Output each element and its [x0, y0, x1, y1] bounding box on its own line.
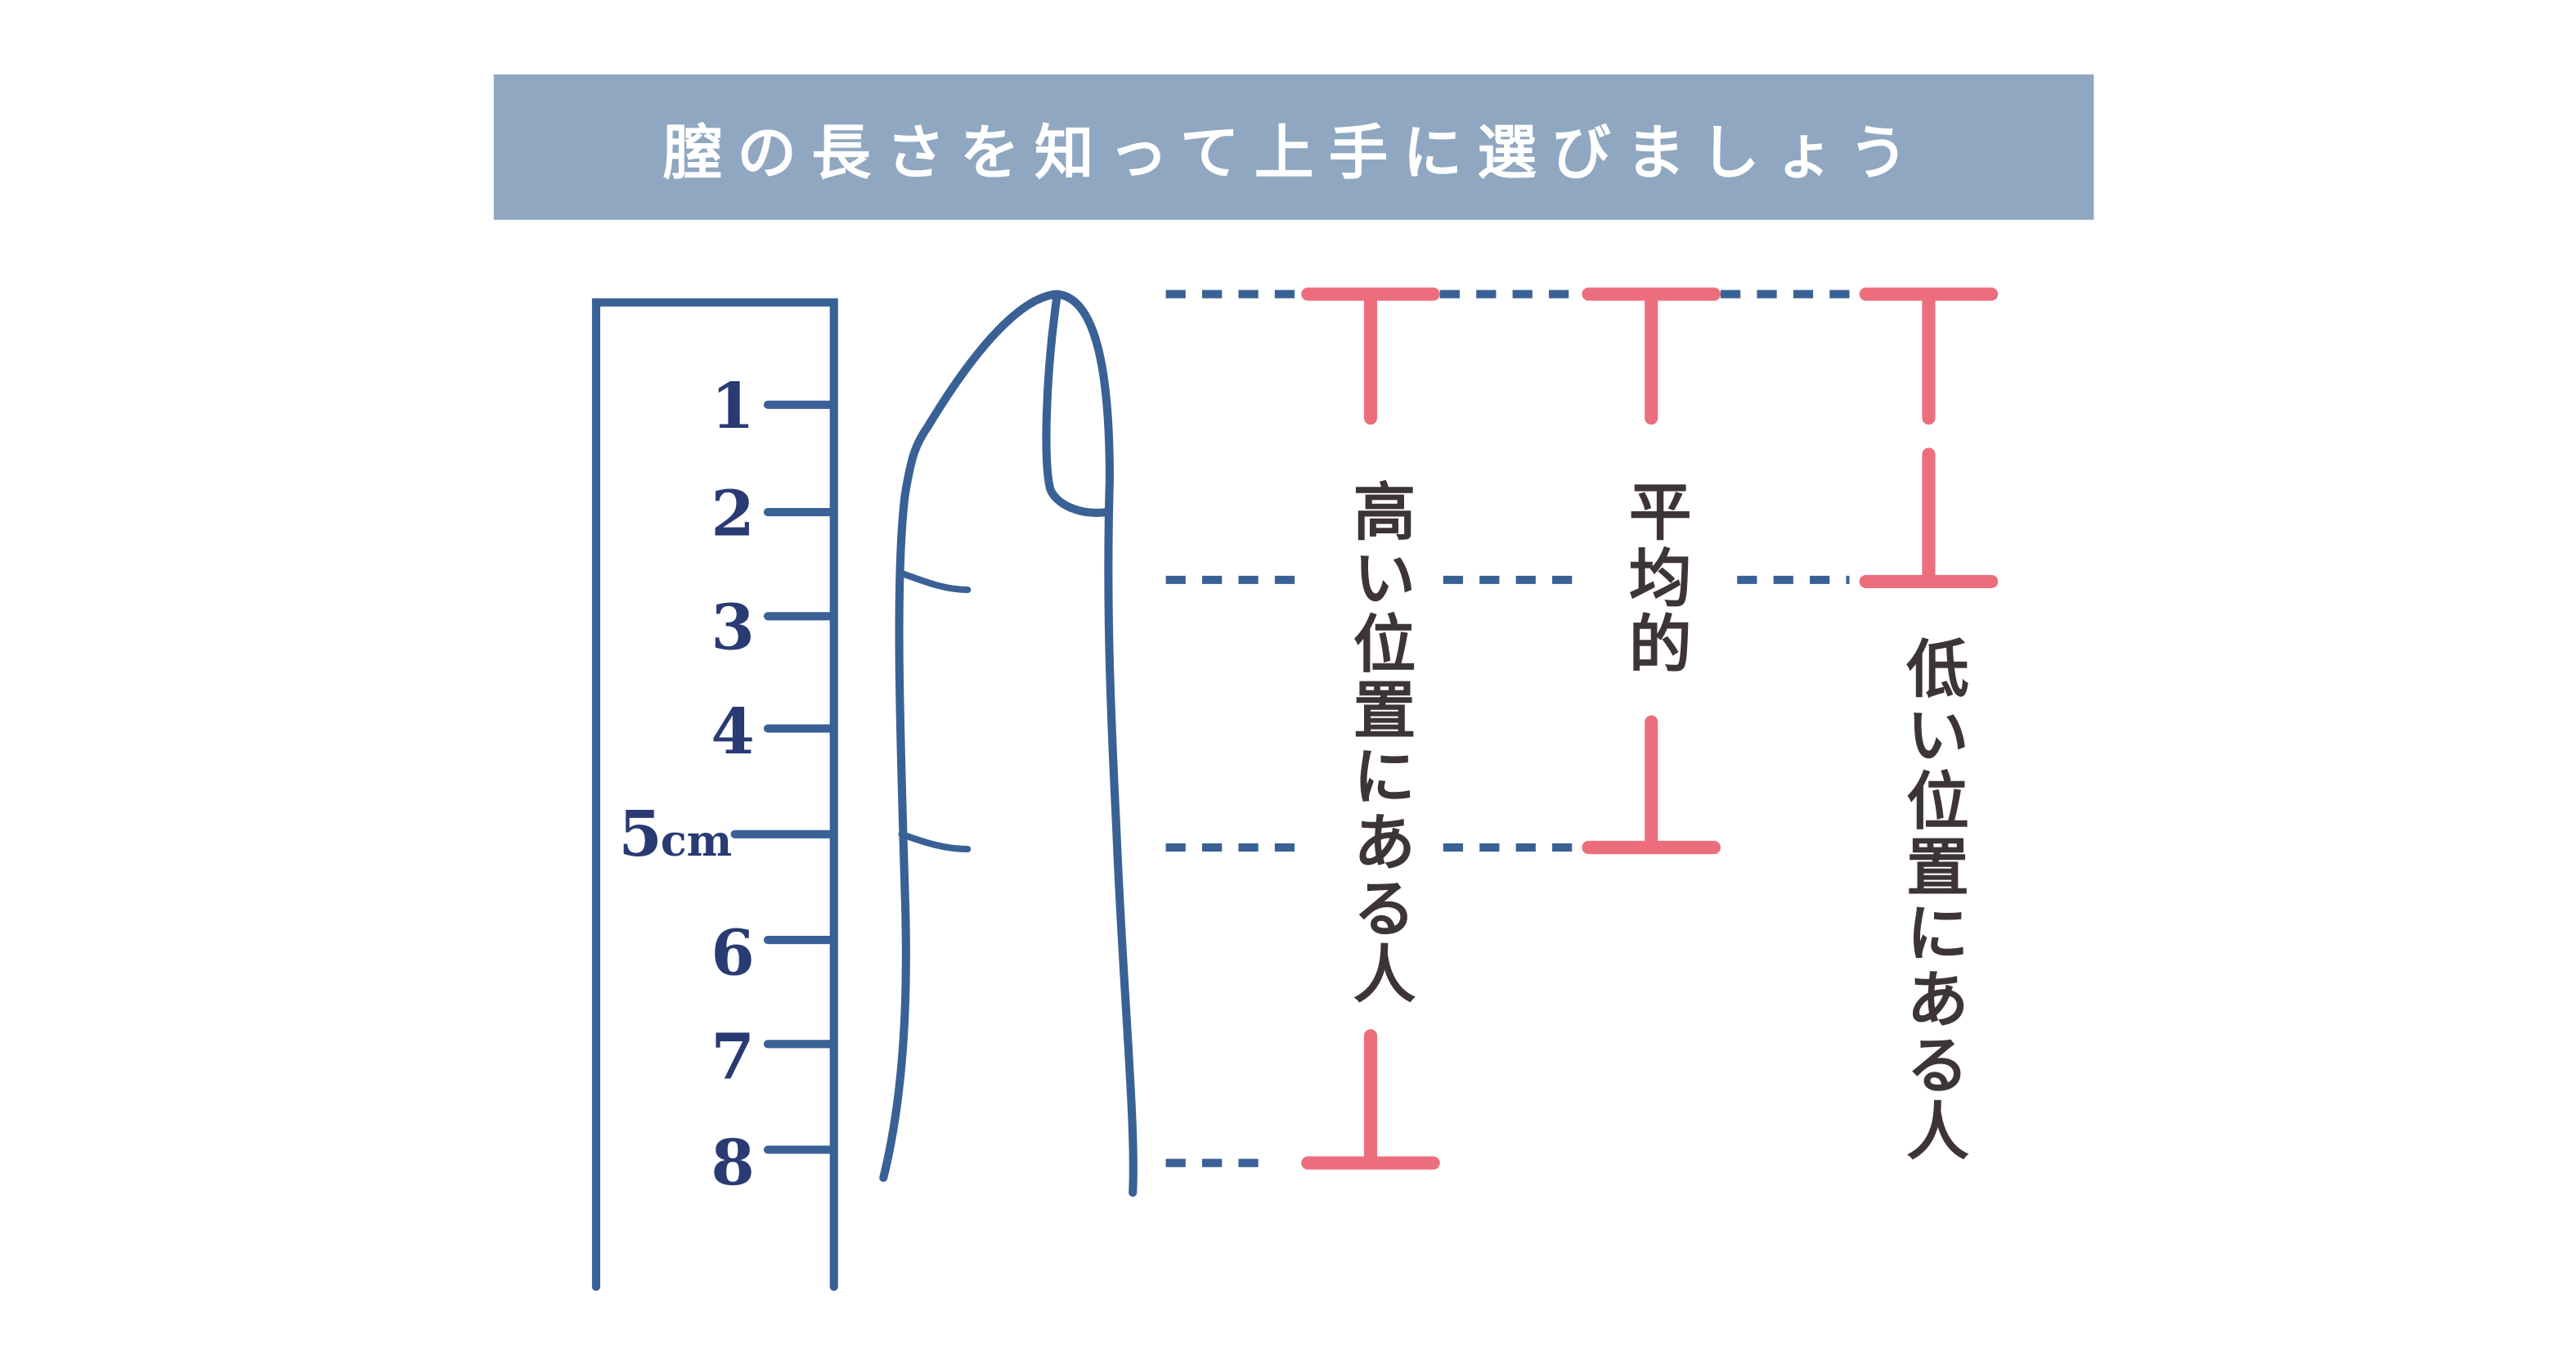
ruler-label-3: 3 — [711, 591, 754, 665]
ruler-label-5: 5 — [618, 798, 662, 871]
ruler — [591, 298, 838, 1292]
bracket-average — [1582, 287, 1721, 855]
label-high-position: 高い位置にある人 — [1343, 479, 1416, 1008]
ruler-label-7: 7 — [711, 1021, 754, 1095]
title-banner — [493, 74, 2094, 220]
bracket-high — [1301, 287, 1440, 1170]
title-text: 膣の長さを知って上手に選びましょう — [663, 119, 1923, 188]
label-average: 平均的 — [1618, 479, 1691, 677]
label-low-position: 低い位置にある人 — [1896, 636, 1968, 1165]
dotted-guides — [1165, 290, 1863, 1167]
ruler-label-2: 2 — [711, 477, 754, 551]
ruler-label-8: 8 — [711, 1126, 754, 1200]
ruler-label-6: 6 — [711, 916, 754, 990]
ruler-unit: cm — [661, 816, 733, 866]
ruler-label-1: 1 — [711, 370, 754, 443]
ruler-label-4: 4 — [711, 695, 754, 769]
bracket-low — [1859, 287, 1999, 588]
finger-illustration — [879, 290, 1138, 1198]
